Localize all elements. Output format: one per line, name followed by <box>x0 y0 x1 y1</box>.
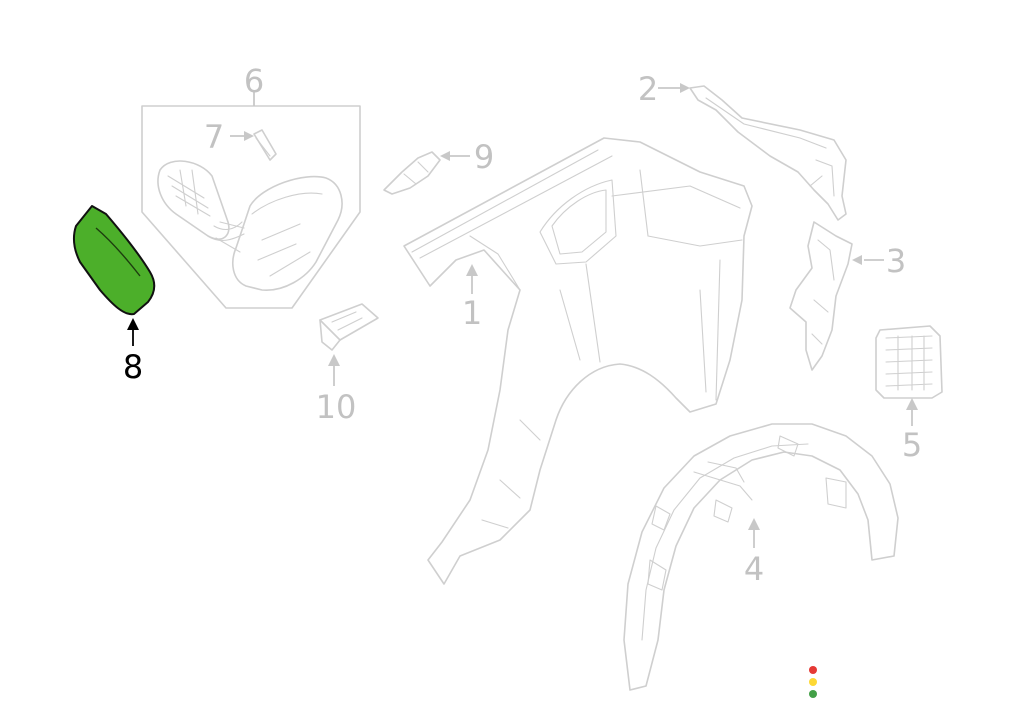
part-6-group-box[interactable] <box>141 92 361 309</box>
callout-10[interactable]: 10 <box>316 388 357 426</box>
part-7-bolt[interactable] <box>230 129 277 161</box>
part-8-fuel-door[interactable] <box>72 205 156 346</box>
part-2-bracket[interactable] <box>658 83 847 221</box>
callout-2[interactable]: 2 <box>638 70 658 108</box>
part-5-vent[interactable] <box>875 325 943 426</box>
callout-7[interactable]: 7 <box>204 118 224 156</box>
callout-8[interactable]: 8 <box>123 348 143 386</box>
callout-4[interactable]: 4 <box>744 550 764 588</box>
part-9-clip[interactable] <box>383 151 470 195</box>
part-3-bracket[interactable] <box>789 221 884 371</box>
part-4-wheel-liner[interactable] <box>623 423 899 691</box>
callout-5[interactable]: 5 <box>902 426 922 464</box>
part-10-bracket[interactable] <box>319 303 379 386</box>
status-indicator <box>809 666 817 698</box>
part-1-quarter-panel[interactable] <box>403 137 753 585</box>
callout-9[interactable]: 9 <box>474 138 494 176</box>
callout-3[interactable]: 3 <box>886 242 906 280</box>
status-dot-green <box>809 690 817 698</box>
status-dot-yellow <box>809 678 817 686</box>
callout-1[interactable]: 1 <box>462 294 482 332</box>
callout-6[interactable]: 6 <box>244 62 264 100</box>
part-8-highlight-shape[interactable] <box>72 205 156 316</box>
status-dot-red <box>809 666 817 674</box>
